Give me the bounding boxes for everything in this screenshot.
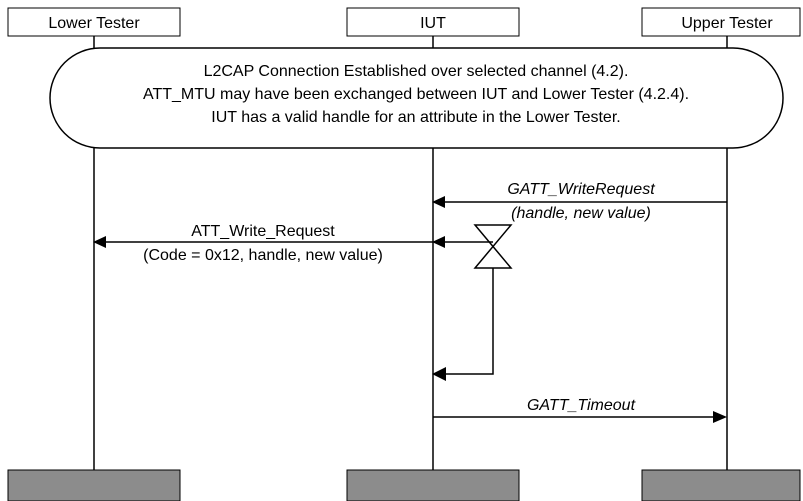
message-gatt-write-request: GATT_WriteRequest (handle, new value) xyxy=(432,181,727,222)
att-write-request-arrowhead xyxy=(93,236,106,248)
participant-lower-tester-box xyxy=(7,7,181,37)
participant-upper-tester-label: Upper Tester xyxy=(681,15,773,32)
footer-lower-tester xyxy=(7,469,181,501)
participant-iut-box xyxy=(346,7,520,37)
gatt-timeout-label: GATT_Timeout xyxy=(527,397,636,414)
message-gatt-timeout: GATT_Timeout xyxy=(433,397,727,423)
footer-upper-tester xyxy=(641,469,801,501)
timer-start-arrowhead xyxy=(432,236,445,248)
participant-upper-tester-box xyxy=(641,7,801,37)
message-att-write-request: ATT_Write_Request (Code = 0x12, handle, … xyxy=(93,223,433,264)
participant-upper-tester: Upper Tester xyxy=(641,7,801,37)
att-write-request-label: ATT_Write_Request xyxy=(191,223,335,240)
gatt-write-request-params: (handle, new value) xyxy=(511,205,651,222)
precondition-box: L2CAP Connection Established over select… xyxy=(49,47,784,149)
precondition-line-3: IUT has a valid handle for an attribute … xyxy=(211,109,620,126)
gatt-write-request-label: GATT_WriteRequest xyxy=(507,181,655,198)
participant-iut-label: IUT xyxy=(420,15,446,32)
participant-iut: IUT xyxy=(346,7,520,37)
precondition-line-2: ATT_MTU may have been exchanged between … xyxy=(143,86,689,103)
att-write-request-params: (Code = 0x12, handle, new value) xyxy=(143,247,383,264)
gatt-write-request-arrowhead xyxy=(432,196,445,208)
precondition-shape xyxy=(49,47,784,149)
timer-expiry-arrow-line xyxy=(445,268,494,375)
hourglass-icon xyxy=(473,224,513,269)
timer-expiry-arrowhead xyxy=(432,367,446,381)
participant-lower-tester-label: Lower Tester xyxy=(48,15,140,32)
timer-symbol xyxy=(432,224,513,381)
participant-lower-tester: Lower Tester xyxy=(7,7,181,37)
precondition-line-1: L2CAP Connection Established over select… xyxy=(204,63,629,80)
gatt-timeout-arrowhead xyxy=(713,411,727,423)
footer-iut xyxy=(346,469,520,501)
